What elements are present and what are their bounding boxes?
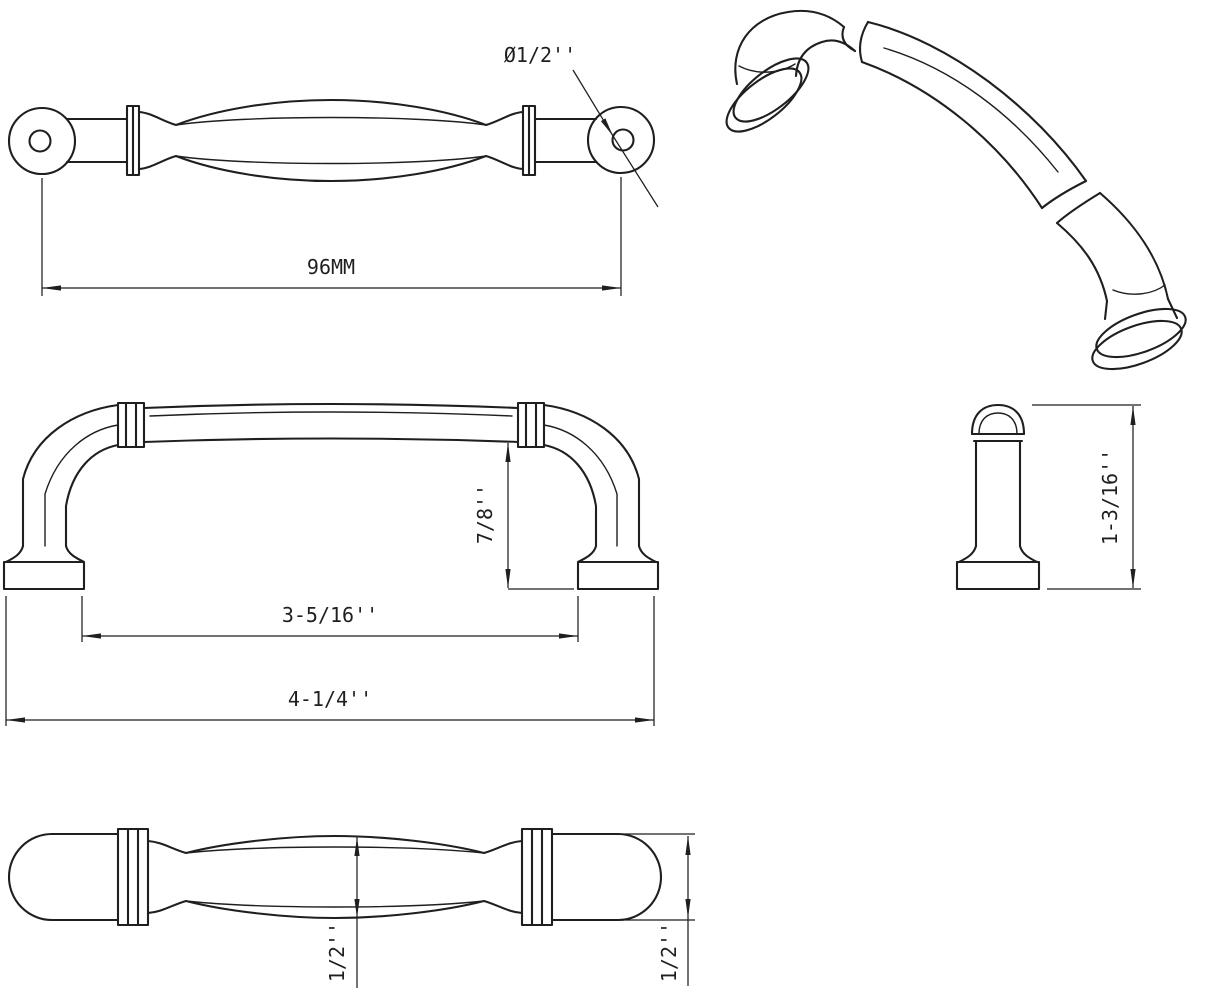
foot <box>955 544 1041 591</box>
near-elbow-outer <box>734 9 846 86</box>
dimension-96mm: 96MM <box>41 177 622 296</box>
dimension-height: 1-3/16'' <box>1032 404 1141 590</box>
left-screw-hole <box>28 129 52 153</box>
right-stem <box>533 117 598 164</box>
left-collar <box>116 401 146 449</box>
front-view: 7/8'' 3-5/16'' 4-1/4'' <box>2 401 660 726</box>
grip-end-inner-arc <box>978 412 1018 435</box>
near-foot-flange-rim <box>732 57 810 123</box>
left-collar <box>116 827 150 927</box>
dimension-overall-length: 4-1/4'' <box>5 596 655 726</box>
dim-label-overall: 4-1/4'' <box>288 687 372 711</box>
left-stem <box>50 832 120 922</box>
grip-lower-edge <box>860 60 1044 210</box>
left-stem <box>65 117 129 164</box>
left-post-outline <box>7 106 77 176</box>
dimension-projection: 7/8'' <box>473 443 574 590</box>
left-elbow-outer <box>21 403 120 548</box>
near-foot-flange <box>725 67 803 133</box>
grip-top-edge <box>146 834 524 855</box>
extension-lines <box>1032 404 1141 590</box>
dim-label-96mm: 96MM <box>307 255 355 279</box>
bar-top-edge <box>142 402 520 410</box>
right-elbow-outer <box>542 403 641 548</box>
grip-upper-contour <box>185 846 485 854</box>
right-post-outline <box>586 105 656 175</box>
dim-label-height: 1-3/16'' <box>1098 449 1122 545</box>
dimension-post-width: 1/2'' <box>621 833 695 986</box>
far-collar-band-1 <box>1040 179 1088 210</box>
dimension-hole-diameter: Ø1/2'' <box>504 43 659 208</box>
right-foot <box>576 544 660 591</box>
leader-tail <box>612 135 659 208</box>
top-view: 96MM Ø1/2'' <box>7 43 659 296</box>
left-collar <box>125 104 141 177</box>
near-collar-band-2 <box>858 20 870 64</box>
dim-label-post-width: 1/2'' <box>657 922 681 982</box>
grip-top-edge <box>137 98 525 127</box>
grip-end-dome <box>970 403 1026 436</box>
side-view: 1-3/16'' <box>955 403 1141 591</box>
far-post-ring <box>1112 284 1166 295</box>
left-end-cap <box>8 832 54 922</box>
grip-highlight <box>883 47 1059 173</box>
leader-line <box>572 69 614 137</box>
grip-lower-contour <box>185 900 485 908</box>
grip-bottom-edge <box>137 154 525 183</box>
right-end-cap <box>616 832 662 922</box>
left-elbow-inner <box>64 443 120 548</box>
far-elbow-outer <box>1098 191 1170 301</box>
left-elbow-contour <box>44 424 119 547</box>
near-post-ring <box>738 63 796 73</box>
extension-lines <box>5 596 655 726</box>
right-elbow-inner <box>542 443 598 548</box>
bar-top-contour <box>149 411 513 417</box>
bar-bottom-edge <box>142 437 520 444</box>
dim-label-inner-span: 3-5/16'' <box>282 603 378 627</box>
right-collar <box>521 104 537 177</box>
dim-label-hole: Ø1/2'' <box>504 43 576 67</box>
dimension-grip-width: 1/2'' <box>325 837 360 988</box>
right-collar <box>516 401 546 449</box>
far-collar-band-2 <box>1055 191 1102 225</box>
extension-lines <box>41 177 622 296</box>
post-sides <box>974 439 1022 548</box>
dim-label-projection: 7/8'' <box>473 484 497 544</box>
right-collar <box>520 827 554 927</box>
collar-rings <box>970 432 1026 443</box>
near-collar-band-1 <box>841 25 857 53</box>
right-elbow-contour <box>543 424 618 547</box>
grip-lower-contour <box>175 155 487 165</box>
far-elbow-inner <box>1055 221 1109 303</box>
right-screw-hole <box>611 128 635 152</box>
perspective-view <box>725 9 1187 371</box>
grip-bottom-edge <box>146 899 524 920</box>
grip-upper-edge <box>866 20 1088 183</box>
far-foot-flange <box>1091 319 1183 371</box>
dimension-inner-span: 3-5/16'' <box>81 596 579 642</box>
extension-lines <box>621 833 695 921</box>
left-foot <box>2 544 86 591</box>
grip-upper-contour <box>175 116 487 126</box>
bottom-top-view: 1/2'' 1/2'' <box>8 827 695 988</box>
dim-label-grip-width: 1/2'' <box>325 922 349 982</box>
right-stem <box>550 832 620 922</box>
